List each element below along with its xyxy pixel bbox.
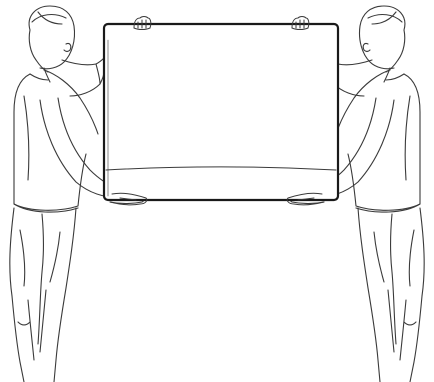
right-person-legs <box>358 208 424 382</box>
panel <box>104 24 338 200</box>
left-person-torso <box>14 70 98 212</box>
left-person-legs <box>10 208 76 382</box>
panel-frame <box>104 24 338 200</box>
right-person-torso <box>336 70 420 212</box>
left-person-upper-arm <box>62 58 104 96</box>
left-person-head <box>29 6 74 82</box>
right-person-head <box>359 6 404 82</box>
